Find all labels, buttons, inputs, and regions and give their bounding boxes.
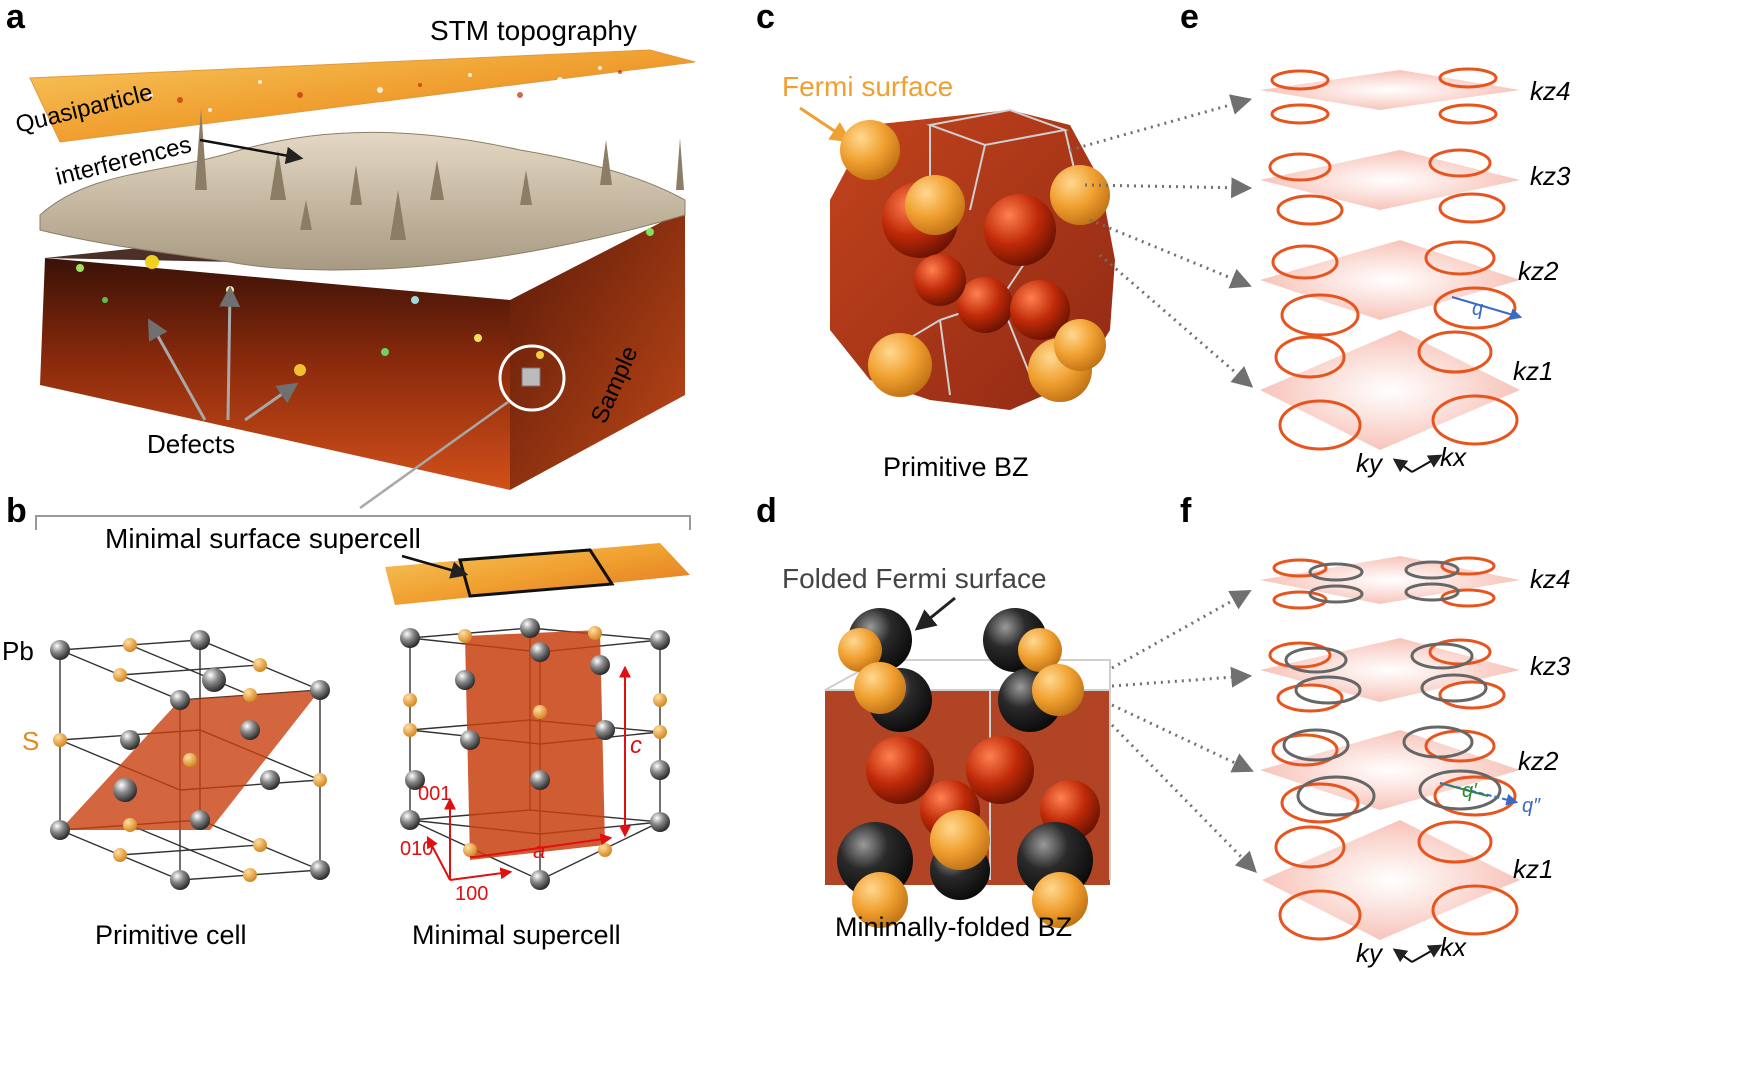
stm-title: STM topography: [430, 15, 637, 46]
d-to-f-arrows: [1112, 592, 1254, 870]
pb-label: Pb: [2, 636, 34, 666]
f-axes: [1395, 946, 1440, 962]
f-kx-label: kx: [1440, 932, 1467, 962]
supercell-volume: [465, 630, 605, 860]
primitive-cell-caption: Primitive cell: [95, 920, 247, 950]
panel-e: e kz4 kz3 q kz2 kz1: [1180, 0, 1571, 478]
e-kz4-label: kz4: [1530, 76, 1570, 106]
panel-b: b Minimal surface supercell: [2, 492, 690, 950]
defect-arrow-2: [228, 290, 230, 420]
lattice-c-label: c: [630, 732, 642, 759]
s-label: S: [22, 726, 39, 756]
f-kz3-label: kz3: [1530, 651, 1571, 681]
primitive-bz-caption: Primitive BZ: [883, 452, 1029, 482]
f-kz2-label: kz2: [1518, 746, 1559, 776]
fermi-surface-label: Fermi surface: [782, 71, 953, 102]
defects-label: Defects: [147, 429, 235, 459]
dir-001-label: 001: [418, 783, 451, 805]
f-kz4-label: kz4: [1530, 564, 1570, 594]
minimal-supercell-caption: Minimal supercell: [412, 920, 621, 950]
f-q-prime-label: q′: [1462, 780, 1478, 802]
panel-d: d Folded Fermi surface Minimally-folded …: [756, 492, 1254, 942]
dir-100-label: 100: [455, 883, 488, 905]
dir-010-label: 010: [400, 838, 433, 860]
f-q-double-label: q″: [1522, 795, 1541, 817]
e-kz2-label: kz2: [1518, 256, 1559, 286]
folded-fs-arrow: [918, 598, 955, 628]
e-q-label: q: [1472, 298, 1483, 320]
e-kz1-label: kz1: [1513, 356, 1553, 386]
folded-bz-caption: Minimally-folded BZ: [835, 912, 1072, 942]
f-kz1-label: kz1: [1513, 854, 1553, 884]
f-plane-kz1: [1262, 820, 1520, 940]
f-ky-label: ky: [1356, 938, 1384, 968]
e-kz3-label: kz3: [1530, 161, 1571, 191]
sample-side-face: [510, 210, 685, 490]
supercell-title: Minimal surface supercell: [105, 523, 421, 554]
fermi-surface-arrow: [800, 108, 848, 140]
panel-a: a STM topography: [6, 0, 695, 508]
e-kx-label: kx: [1440, 442, 1467, 472]
panel-letter-f: f: [1180, 492, 1192, 530]
e-plane-kz1: [1260, 330, 1520, 450]
folded-fs-label: Folded Fermi surface: [782, 563, 1047, 594]
panel-f: f kz4 kz3: [1180, 492, 1571, 968]
panel-letter-a: a: [6, 0, 26, 36]
panel-c: c Fermi surface Primitive BZ: [756, 0, 1250, 482]
panel-letter-c: c: [756, 0, 775, 36]
e-ky-label: ky: [1356, 448, 1384, 478]
panel-letter-b: b: [6, 492, 27, 530]
supercell-cube: [522, 368, 540, 386]
panel-letter-e: e: [1180, 0, 1199, 36]
primitive-cell-s-atoms: [53, 638, 327, 882]
lattice-a-label: a: [533, 838, 545, 863]
e-axes: [1395, 456, 1440, 472]
panel-letter-d: d: [756, 492, 777, 530]
sample-front-face: [40, 258, 510, 490]
supercell-surface-plane: [385, 543, 690, 605]
f-plane-kz4: [1260, 556, 1520, 604]
